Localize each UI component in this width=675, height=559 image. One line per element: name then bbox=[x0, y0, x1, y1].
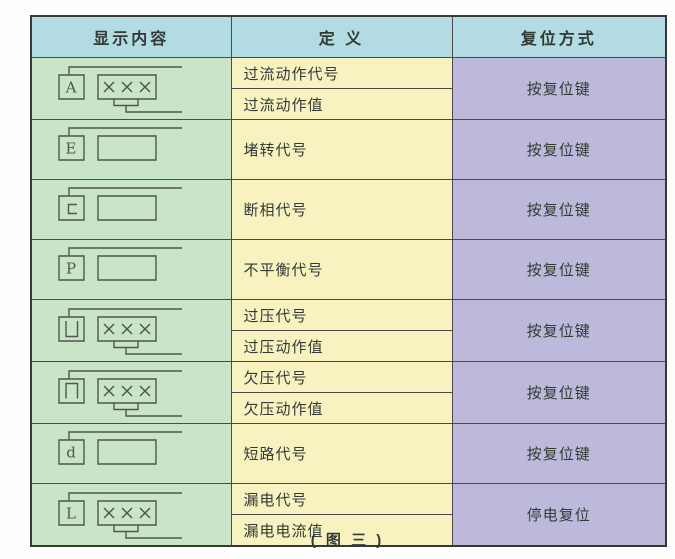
display-diagram-cell bbox=[30, 299, 232, 362]
display-code-diagram bbox=[32, 303, 230, 359]
reset-method-cell: 按复位键 bbox=[451, 57, 667, 120]
display-code-diagram-svg: P bbox=[58, 246, 182, 281]
reset-method-cell: 按复位键 bbox=[451, 119, 667, 180]
display-diagram-cell bbox=[30, 361, 232, 424]
row-leakage-sub: 漏电电流值 bbox=[31, 514, 666, 547]
header-reset-method: 复位方式 bbox=[451, 15, 667, 58]
definition-cell: 断相代号 bbox=[230, 179, 453, 240]
display-code-letter: L bbox=[66, 504, 77, 522]
definition-cell: 堵转代号 bbox=[230, 119, 453, 180]
display-code-diagram-svg: E bbox=[58, 126, 182, 161]
display-code-diagram: d bbox=[32, 426, 230, 482]
definition-cell: 不平衡代号 bbox=[230, 239, 453, 300]
reset-method-cell: 按复位键 bbox=[451, 179, 667, 240]
reset-method-cell: 按复位键 bbox=[451, 361, 667, 424]
reset-method-cell: 按复位键 bbox=[451, 299, 667, 362]
figure-caption: ( 图 三 ) bbox=[310, 532, 385, 549]
definition-cell: 过流动作代号 bbox=[230, 57, 453, 89]
row-overcurrent-sub: 过流动作值 bbox=[31, 88, 666, 120]
row-stall: E 堵转代号 按复位键 bbox=[30, 119, 667, 180]
display-diagram-cell: d bbox=[30, 423, 232, 484]
reset-method-cell: 按复位键 bbox=[451, 239, 667, 300]
display-diagram-cell bbox=[30, 179, 232, 240]
display-code-diagram bbox=[32, 365, 230, 421]
definition-cell: 过压动作值 bbox=[230, 330, 453, 362]
definition-cell: 过流动作值 bbox=[230, 88, 453, 120]
definition-cell: 漏电电流值 bbox=[230, 514, 453, 547]
definition-cell: 过压代号 bbox=[230, 299, 453, 331]
row-undervoltage: 欠压代号 按复位键 bbox=[30, 361, 667, 424]
row-unbalance: P 不平衡代号 按复位键 bbox=[30, 239, 667, 300]
reset-method-cell: 按复位键 bbox=[451, 423, 667, 484]
definition-cell: 欠压动作值 bbox=[230, 392, 453, 424]
display-diagram-cell: E bbox=[30, 119, 232, 180]
definition-cell: 短路代号 bbox=[230, 423, 453, 484]
row-overvoltage: 过压代号 按复位键 bbox=[30, 299, 667, 362]
display-code-diagram-svg: L bbox=[58, 491, 182, 539]
display-code-diagram: A bbox=[32, 61, 230, 117]
display-code-diagram: E bbox=[32, 122, 230, 178]
header-definition: 定 义 bbox=[230, 15, 453, 58]
row-leakage: L 漏电代号 停电复位 bbox=[30, 483, 667, 547]
display-code-diagram-svg bbox=[58, 307, 182, 355]
display-code-letter: A bbox=[65, 78, 78, 96]
table-body: A 过流动作代号 按复位键 过流动作值 E 堵转代号 按复位键 bbox=[30, 57, 667, 547]
display-code-diagram-svg bbox=[58, 369, 182, 417]
fault-code-table: 显示内容 定 义 复位方式 A 过流动作代号 按复位键 过流动作值 E bbox=[30, 15, 667, 547]
header-display-content: 显示内容 bbox=[30, 15, 232, 58]
display-diagram-cell: P bbox=[30, 239, 232, 300]
definition-cell: 欠压代号 bbox=[230, 361, 453, 393]
row-overvoltage-sub: 过压动作值 bbox=[31, 330, 666, 362]
display-code-letter: P bbox=[66, 259, 77, 277]
display-code-diagram bbox=[32, 182, 230, 238]
display-diagram-cell: L bbox=[30, 483, 232, 547]
display-diagram-cell: A bbox=[30, 57, 232, 120]
display-code-letter: E bbox=[66, 139, 78, 157]
display-code-diagram-svg bbox=[58, 186, 182, 221]
table-header: 显示内容 定 义 复位方式 bbox=[30, 15, 667, 58]
display-code-diagram-svg: d bbox=[58, 430, 182, 465]
display-code-diagram: L bbox=[32, 487, 230, 543]
display-code-diagram: P bbox=[32, 242, 230, 298]
display-code-letter: d bbox=[66, 443, 77, 461]
reset-method-cell: 停电复位 bbox=[451, 483, 667, 547]
row-overcurrent: A 过流动作代号 按复位键 bbox=[30, 57, 667, 120]
header-row: 显示内容 定 义 复位方式 bbox=[30, 15, 667, 58]
definition-cell: 漏电代号 bbox=[230, 483, 453, 515]
display-code-diagram-svg: A bbox=[58, 65, 182, 113]
row-phase-loss: 断相代号 按复位键 bbox=[30, 179, 667, 240]
row-short-circuit: d 短路代号 按复位键 bbox=[30, 423, 667, 484]
